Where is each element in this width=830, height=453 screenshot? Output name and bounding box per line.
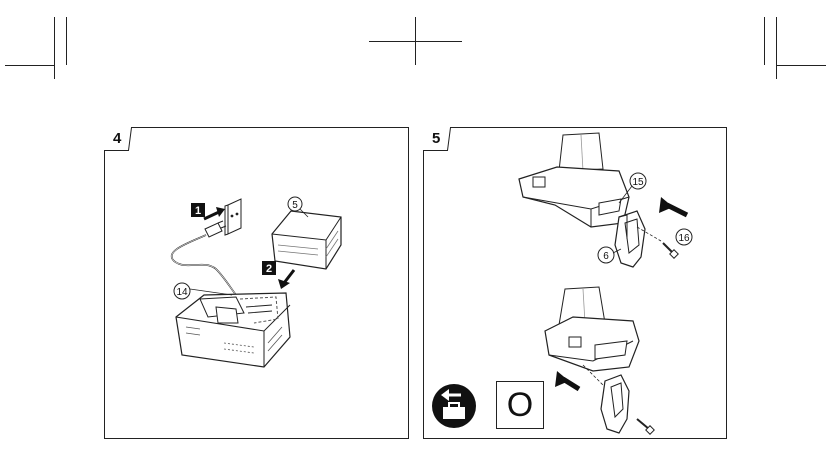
callout-14-circle <box>173 282 191 300</box>
mark-o-box: O <box>496 381 544 429</box>
callout-5-label: 5 <box>292 200 298 211</box>
crop-mark-right-v <box>764 17 765 65</box>
callout-5-circle <box>287 196 303 212</box>
wall-outlet-illustration <box>224 198 242 236</box>
callout-16-circle <box>675 228 693 246</box>
belt-clip-upper-illustration <box>614 210 646 268</box>
callout-16-label: 16 <box>678 233 690 244</box>
crop-mark-left-inner-v <box>54 17 55 79</box>
power-plug-illustration <box>204 220 227 238</box>
callout-6-label: 6 <box>603 251 609 262</box>
toolbox-symbol-icon <box>432 384 476 428</box>
crop-mark-right-h <box>776 65 826 66</box>
step-1-label: 1 <box>195 205 201 217</box>
crop-mark-left-v <box>66 17 67 65</box>
panel-4-number: 4 <box>113 130 122 147</box>
figure-panel-5: 15 16 6 <box>423 127 727 439</box>
crop-mark-left-h <box>5 65 54 66</box>
step-2-label: 2 <box>266 263 272 275</box>
tool-base-upper-illustration <box>518 132 630 228</box>
crop-mark-center-h <box>369 41 462 42</box>
screw-lower-illustration <box>636 418 655 435</box>
callout-6-circle <box>597 246 615 264</box>
charger-illustration <box>175 292 291 368</box>
battery-pack-illustration <box>271 210 342 270</box>
callout-15-circle <box>629 172 647 190</box>
step-1-box <box>191 203 205 217</box>
panel-5-frame: 15 16 6 <box>423 127 727 439</box>
callout-14-label: 14 <box>176 287 188 298</box>
screw-upper-illustration <box>662 242 679 259</box>
step-2-box <box>262 261 276 275</box>
tool-base-lower-illustration <box>544 286 640 372</box>
panel-4-frame: 1 5 2 <box>104 127 409 439</box>
belt-clip-lower-illustration <box>600 374 630 434</box>
callout-15-label: 15 <box>632 177 644 188</box>
crop-mark-right-inner-v <box>776 17 777 79</box>
figure-panel-4: 1 5 2 <box>104 127 409 439</box>
panel-5-number: 5 <box>432 130 441 147</box>
mark-o-label: O <box>506 386 534 424</box>
